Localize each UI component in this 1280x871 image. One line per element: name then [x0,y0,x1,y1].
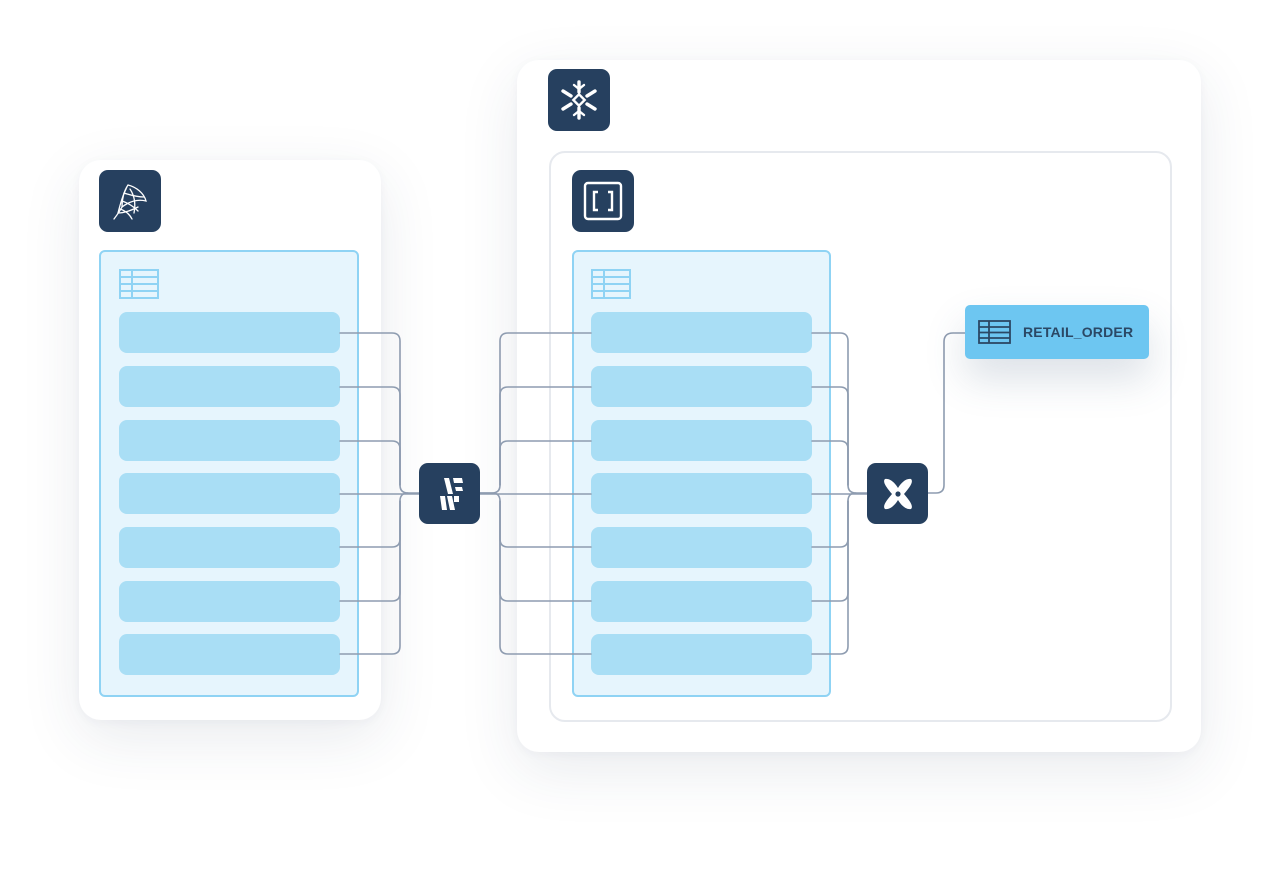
warehouse-row-5 [591,527,812,568]
load-line-5 [479,492,592,548]
transform-line-6 [811,500,849,602]
schema-logo [572,170,634,232]
warehouse-row-2 [591,366,812,407]
load-line-6 [499,500,592,602]
transform-line-7 [811,500,849,655]
source-row-1 [119,312,340,353]
dbt-transform [867,463,928,524]
fivetran-icon [439,477,463,510]
source-line-7 [339,500,401,655]
fivetran-connector [419,463,480,524]
source-row-4 [119,473,340,514]
output-line [927,332,967,494]
warehouse-row-3 [591,420,812,461]
source-line-3 [339,440,401,486]
sql-server-logo [99,170,161,232]
table-icon [119,269,159,299]
load-line-3 [499,440,592,486]
source-line-5 [339,492,409,548]
load-line-7 [499,500,592,655]
load-line-2 [499,386,592,486]
source-row-6 [119,581,340,622]
source-line-1 [339,332,421,494]
transform-line-3 [811,440,849,486]
transform-line-5 [811,492,857,548]
dbt-icon [883,478,912,509]
sql-server-icon [113,184,147,220]
output-table-label: RETAIL_ORDER [1023,324,1134,340]
table-icon [591,269,631,299]
source-row-5 [119,527,340,568]
source-row-2 [119,366,340,407]
transform-line-1 [811,332,869,494]
source-row-7 [119,634,340,675]
table-icon [978,320,1011,344]
snowflake-logo [548,69,610,131]
source-line-6 [339,500,401,602]
warehouse-row-1 [591,312,812,353]
warehouse-row-7 [591,634,812,675]
source-line-2 [339,386,401,486]
output-table[interactable]: RETAIL_ORDER [965,305,1149,359]
warehouse-row-4 [591,473,812,514]
transform-line-2 [811,386,849,486]
warehouse-row-6 [591,581,812,622]
source-row-3 [119,420,340,461]
snowflake-icon [561,80,597,120]
bracket-icon [583,181,623,221]
load-line-1 [479,332,592,494]
